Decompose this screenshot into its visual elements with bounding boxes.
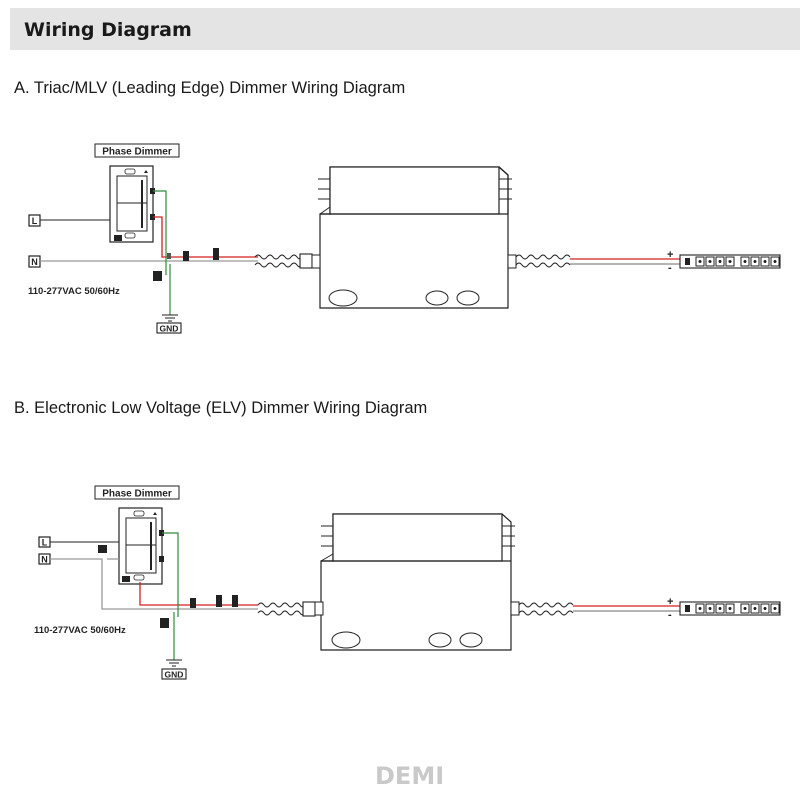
ground-label: GND [160, 324, 179, 334]
negative-label: - [668, 609, 672, 621]
phase-dimmer-icon [109, 165, 155, 243]
wire-nut-icon [160, 595, 238, 628]
header-bar: Wiring Diagram [10, 8, 800, 50]
phase-dimmer-icon [98, 507, 164, 585]
ground-symbol-icon [166, 659, 182, 667]
positive-label: + [667, 596, 673, 608]
line-label: L [32, 216, 38, 226]
dimmer-label-box: Phase Dimmer [94, 485, 180, 500]
ground-label: GND [165, 670, 184, 680]
neutral-wire [50, 558, 258, 610]
led-strip-icon [679, 601, 781, 616]
negative-label: - [668, 262, 672, 274]
output-cable-icon [518, 602, 574, 616]
diagram-b-title: B. Electronic Low Voltage (ELV) Dimmer W… [14, 399, 428, 417]
dimmer-ground-wire [162, 532, 179, 617]
brand-logo: DEMI [375, 762, 445, 790]
positive-label: + [667, 249, 673, 261]
diagram-b: Phase Dimmer L N 110-277VAC 50/60Hz [34, 485, 781, 680]
dimmed-hot-wire [153, 216, 258, 258]
line-terminal: L [38, 536, 51, 548]
output-cable-icon [515, 254, 571, 268]
neutral-label: N [31, 257, 38, 267]
diagram-a-title: A. Triac/MLV (Leading Edge) Dimmer Wirin… [14, 79, 406, 97]
led-driver-icon [314, 513, 520, 651]
dimmed-hot-wire [139, 582, 258, 606]
ground-terminal: GND [161, 668, 187, 680]
ground-terminal: GND [156, 322, 182, 334]
led-strip-icon [679, 254, 781, 269]
wire-nut-icon [153, 248, 219, 281]
page-title: Wiring Diagram [24, 19, 192, 41]
line-terminal: L [28, 214, 41, 227]
input-cable-icon [254, 253, 313, 269]
diagram-a: Phase Dimmer L N 110-277VAC 50/60Hz [28, 143, 781, 334]
neutral-terminal: N [38, 553, 51, 565]
voltage-label: 110-277VAC 50/60Hz [28, 286, 120, 297]
dimmer-label: Phase Dimmer [102, 489, 172, 500]
input-cable-icon [257, 601, 316, 617]
neutral-label: N [41, 555, 48, 565]
voltage-label: 110-277VAC 50/60Hz [34, 625, 126, 636]
ground-symbol-icon [162, 314, 178, 322]
led-driver-icon [311, 166, 517, 309]
dimmer-label-box: Phase Dimmer [94, 143, 180, 158]
neutral-terminal: N [28, 255, 41, 268]
line-label: L [42, 538, 48, 548]
dimmer-label: Phase Dimmer [102, 147, 172, 158]
dimmer-ground-wire [153, 190, 167, 275]
